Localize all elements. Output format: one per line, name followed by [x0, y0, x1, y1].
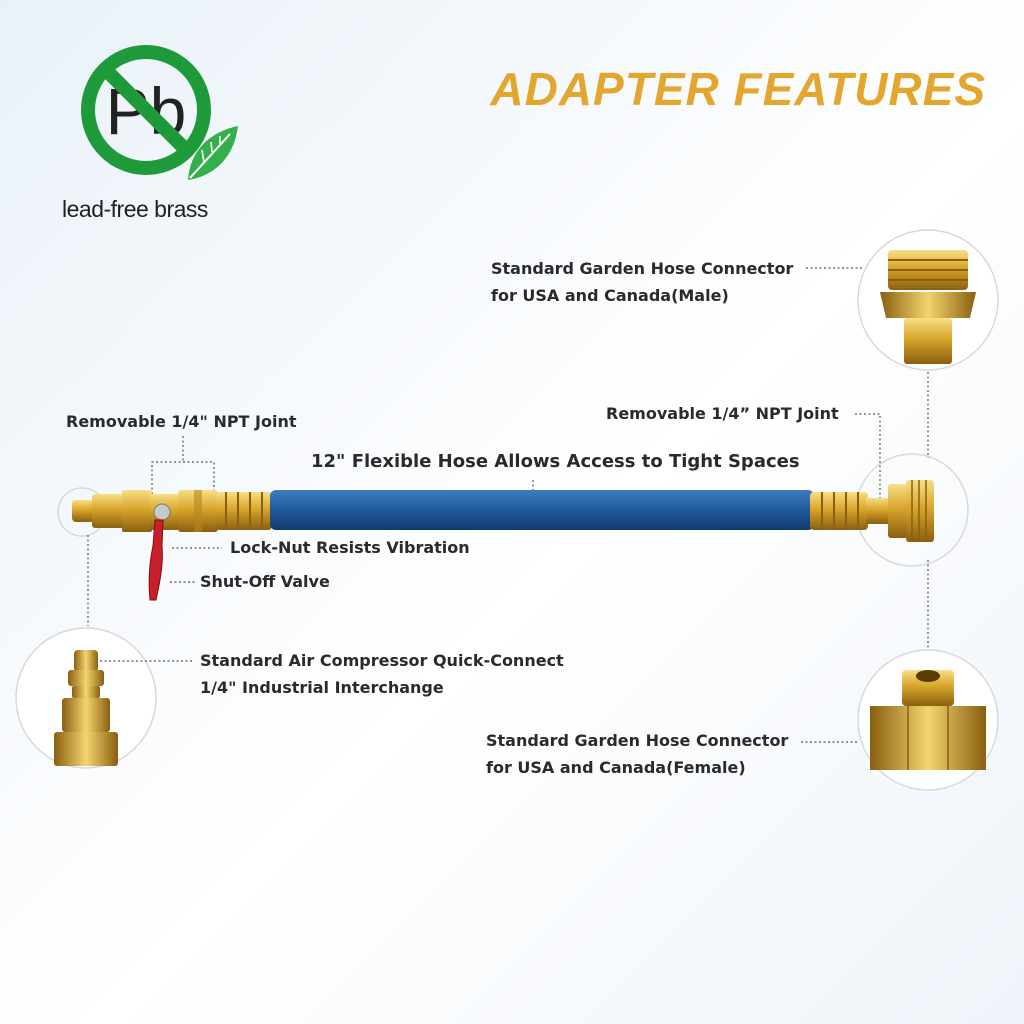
badge-caption: lead-free brass: [62, 196, 208, 222]
quick-connect-label: Standard Air Compressor Quick-Connect 1/…: [200, 651, 564, 697]
npt-joint-right-label: Removable 1/4” NPT Joint: [606, 404, 839, 423]
lead-free-badge: Pb: [80, 40, 240, 190]
npt-joint-left-label: Removable 1/4" NPT Joint: [66, 412, 297, 431]
quick-connect-image: [54, 650, 118, 766]
female-connector-image: [870, 670, 986, 770]
lock-nut-label: Lock-Nut Resists Vibration: [230, 538, 470, 557]
leaf-icon: [188, 126, 238, 180]
blue-hose: [270, 490, 814, 530]
valve-handle: [148, 519, 164, 601]
male-connector-label: Standard Garden Hose Connector for USA a…: [491, 259, 794, 305]
female-connector-label: Standard Garden Hose Connector for USA a…: [486, 731, 789, 777]
callout-lines: [87, 267, 929, 743]
hose-assembly: [72, 480, 934, 601]
no-lead-icon: Pb: [81, 45, 238, 180]
male-connector-image: [880, 250, 976, 364]
shut-off-valve-label: Shut-Off Valve: [200, 572, 330, 591]
hose-label: 12" Flexible Hose Allows Access to Tight…: [311, 451, 800, 472]
page-title: ADAPTER FEATURES: [490, 63, 986, 115]
